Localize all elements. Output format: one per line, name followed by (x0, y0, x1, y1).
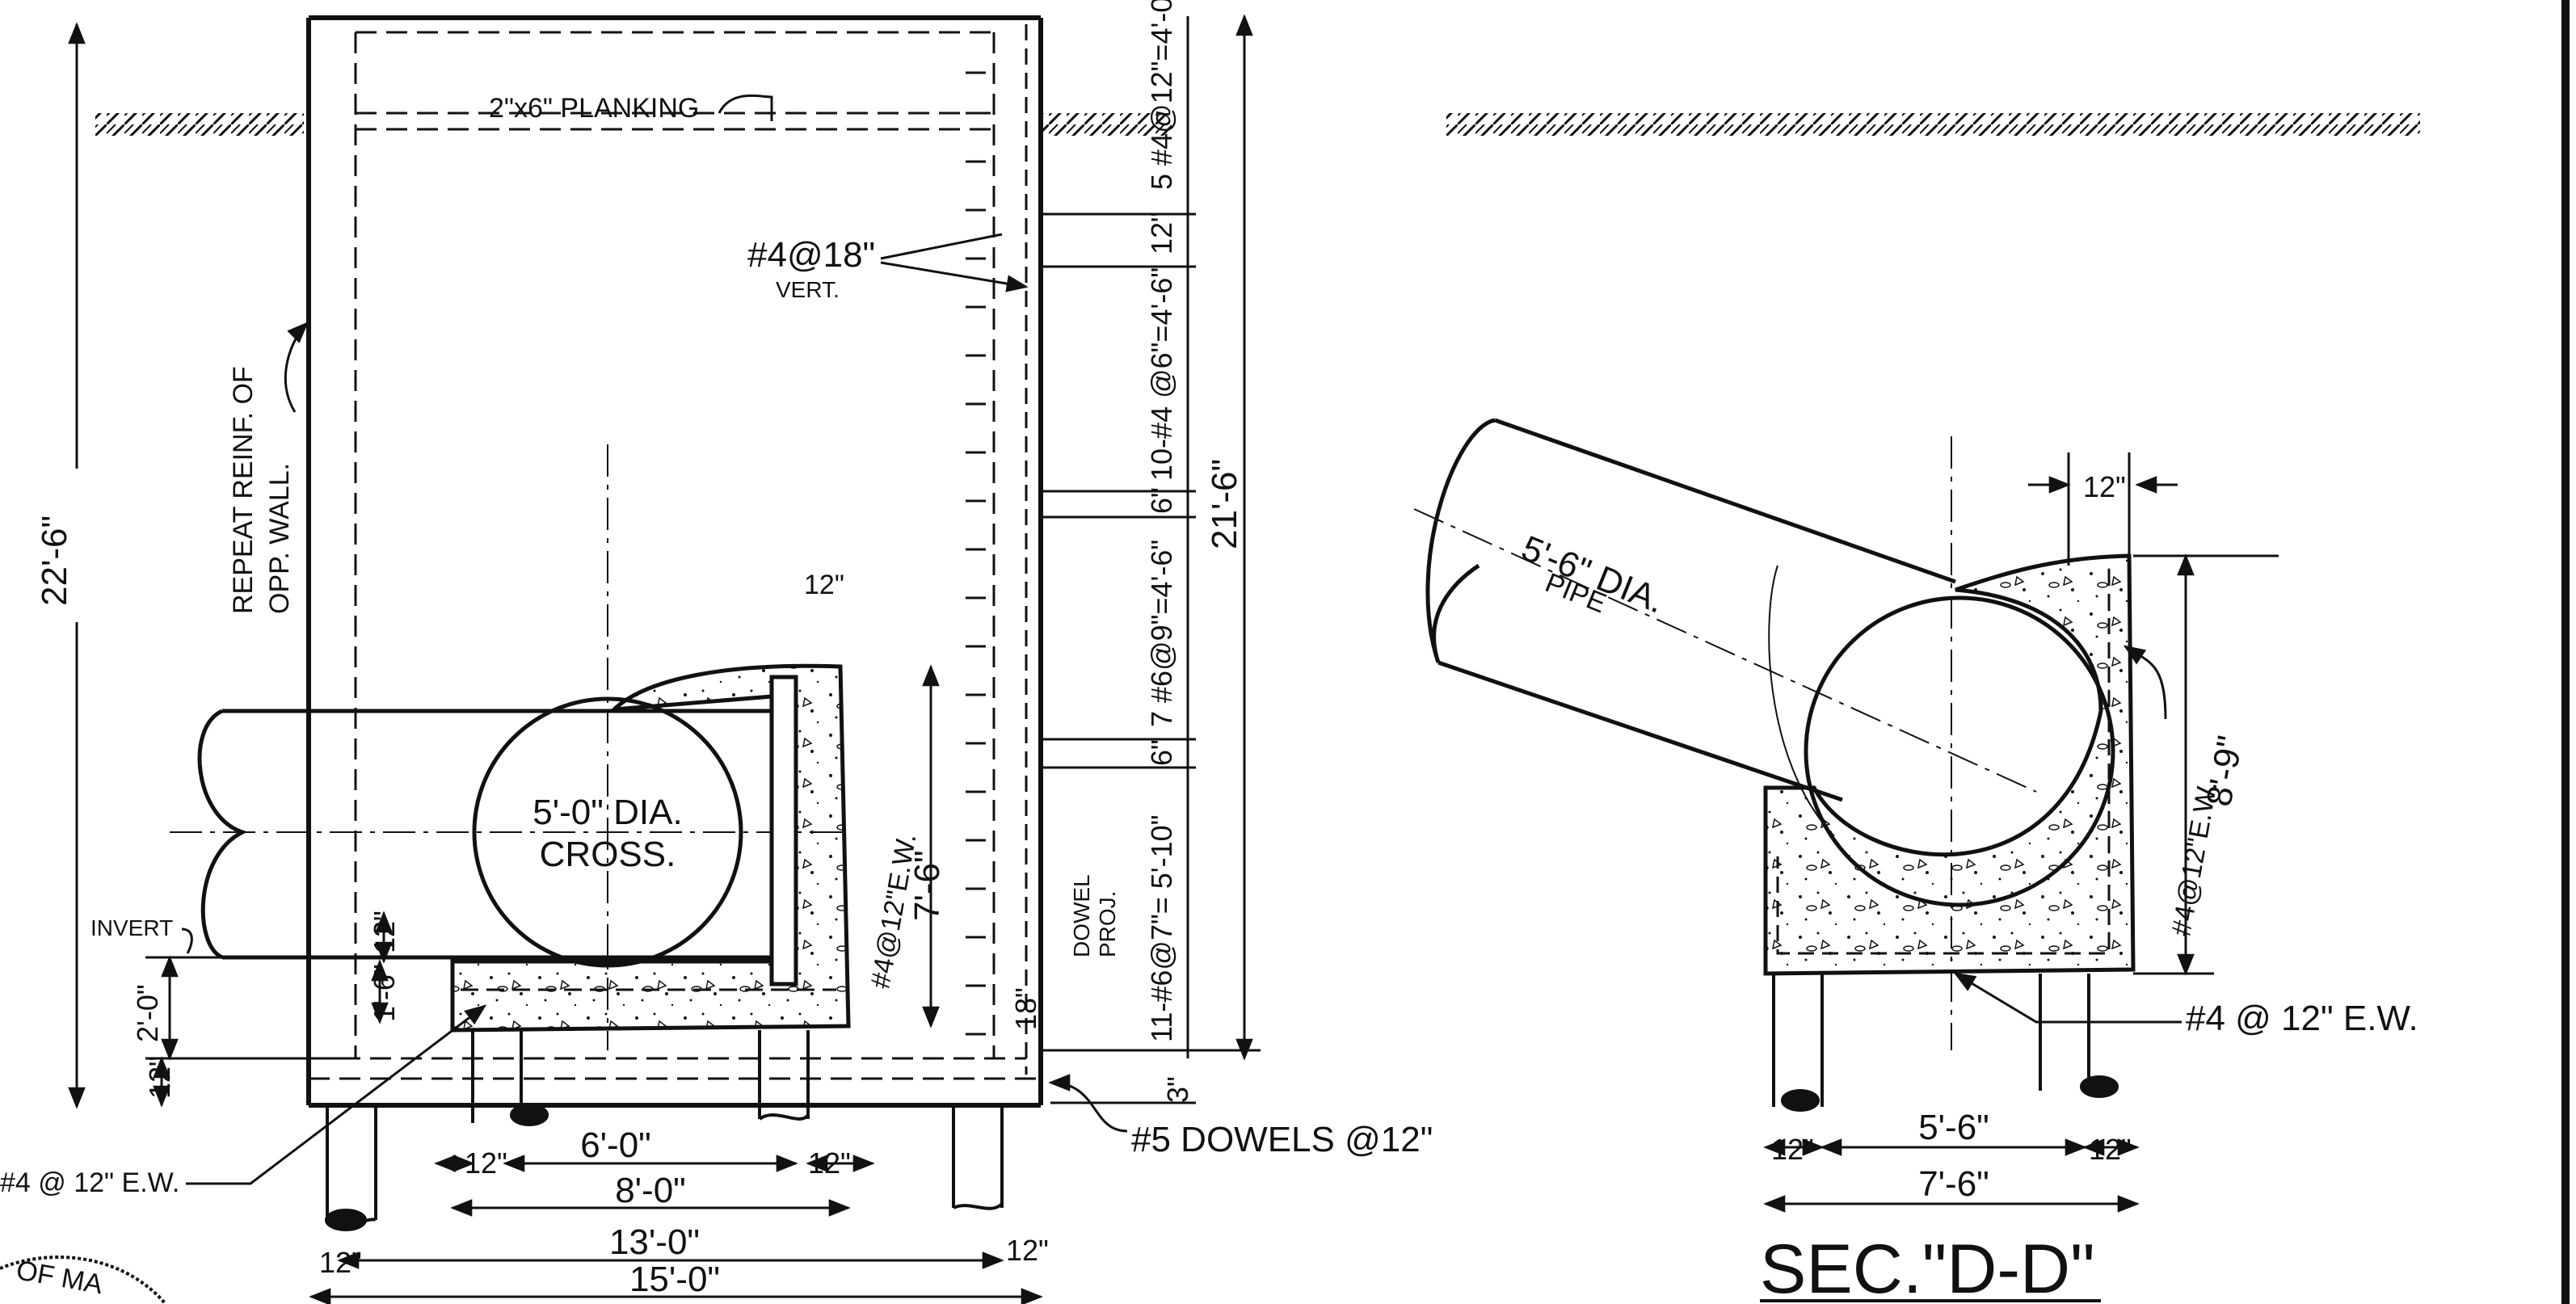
hdim-12c: 12" (319, 1246, 362, 1279)
ground-hatch-left-2 (1038, 113, 1172, 136)
encasement-right-rebar (1776, 570, 2111, 955)
base-rebar-label: #4 @ 12" E.W. (0, 1167, 179, 1198)
planking-label: 2"x6" PLANKING (489, 93, 699, 124)
repeat-reinf-line1: REPEAT REINF. OF (228, 366, 259, 614)
hdim-13-0: 13'-0" (609, 1222, 700, 1262)
rebar-vert-leaders (880, 233, 1026, 287)
dowel-proj-1: DOWEL (1069, 874, 1094, 957)
left-section: 5'-0" DIA. CROSS. 2"x6" PLANKING #4@18" … (0, 0, 1433, 1304)
vdim-12a: 12" (1145, 212, 1178, 254)
vdim-top: 5 #4@12"=4'-0" (1145, 0, 1178, 190)
planking-leader (718, 94, 773, 121)
right-base-inner: 5'-6" (1918, 1108, 1989, 1147)
repeat-reinf-line2: OPP. WALL. (264, 463, 295, 614)
vdim-low: 11-#6@7"= 5'-10" (1145, 815, 1178, 1042)
right-base-right: 12" (2089, 1133, 2132, 1166)
right-dims (1763, 452, 2279, 1213)
encasement-height-label: 7'-6" (907, 850, 947, 921)
right-base-total: 7'-6" (1918, 1164, 1989, 1204)
vdim-2-0: 2'-0" (131, 984, 164, 1042)
concrete-encasement (450, 663, 851, 1033)
base-rebar-leader (186, 1004, 487, 1185)
dowels-leader (1048, 1074, 1128, 1133)
hdim-12a: 12" (465, 1146, 507, 1180)
ground-hatch-right (1446, 113, 2420, 136)
vertical-dim-chain (1042, 14, 1261, 1104)
invert-label: INVERT (90, 915, 173, 940)
invert-leader (181, 928, 193, 954)
vdim-total: 21'-6" (1205, 459, 1244, 549)
overall-height-label: 22'-6" (35, 515, 74, 606)
rebar-vert-sublabel: VERT. (776, 277, 840, 302)
hdim-6-0: 6'-0" (580, 1125, 651, 1165)
ground-hatch-left (95, 113, 304, 136)
pipe-cross (170, 696, 848, 968)
vdim-1-6: 1'-6" (368, 964, 401, 1022)
right-base-rebar-leader (1953, 972, 2182, 1024)
right-section: 5'-6" DIA. PIPE 12" 8'-9" #4@12"E.W. (1413, 113, 2420, 1304)
repeat-reinf-leader (284, 322, 309, 413)
vdim-6b: 6" (1145, 739, 1178, 766)
vdim-18: 18" (1009, 987, 1042, 1030)
hdim-12b: 12" (808, 1146, 851, 1180)
piles-left (325, 1030, 1004, 1231)
right-base-left: 12" (1771, 1133, 1814, 1166)
pipe-cross-label-1: 5'-0" DIA. (532, 793, 682, 832)
seal-arc (0, 1256, 167, 1304)
dowels-label: #5 DOWELS @12" (1131, 1120, 1433, 1159)
piles-right (1772, 974, 2119, 1112)
vdim-12c: 12" (143, 1056, 176, 1099)
section-title: SEC."D-D" (1760, 1230, 2095, 1304)
hdim-8-0: 8'-0" (615, 1171, 686, 1210)
vdim-12b: 12" (368, 911, 401, 953)
encasement-top-label: 12" (804, 570, 844, 600)
rebar-vert-label: #4@18" (747, 235, 875, 275)
vdim-mid1: 10-#4 @6"=4'-6" (1145, 267, 1178, 481)
hdim-15-0: 15'-0" (629, 1260, 720, 1299)
encasement-right (1763, 553, 2136, 976)
right-base-rebar: #4 @ 12" E.W. (2186, 999, 2418, 1038)
pipe-cross-label-2: CROSS. (540, 835, 676, 874)
hdim-12d: 12" (1006, 1234, 1049, 1267)
vdim-6a: 6" (1145, 487, 1178, 514)
right-top-dim: 12" (2083, 470, 2126, 503)
manhole-walls (306, 15, 1043, 1108)
right-side-rebar: #4@12"E.W. (2166, 779, 2223, 939)
dowel-proj-2: PROJ. (1095, 891, 1120, 957)
left-vertical-dims (145, 911, 452, 1108)
vdim-mid2: 7 #6@9"=4'-6" (1145, 540, 1178, 727)
right-side-rebar-leader (2123, 645, 2167, 720)
horizontal-dims (309, 1155, 1043, 1304)
vdim-3: 3" (1161, 1076, 1194, 1103)
